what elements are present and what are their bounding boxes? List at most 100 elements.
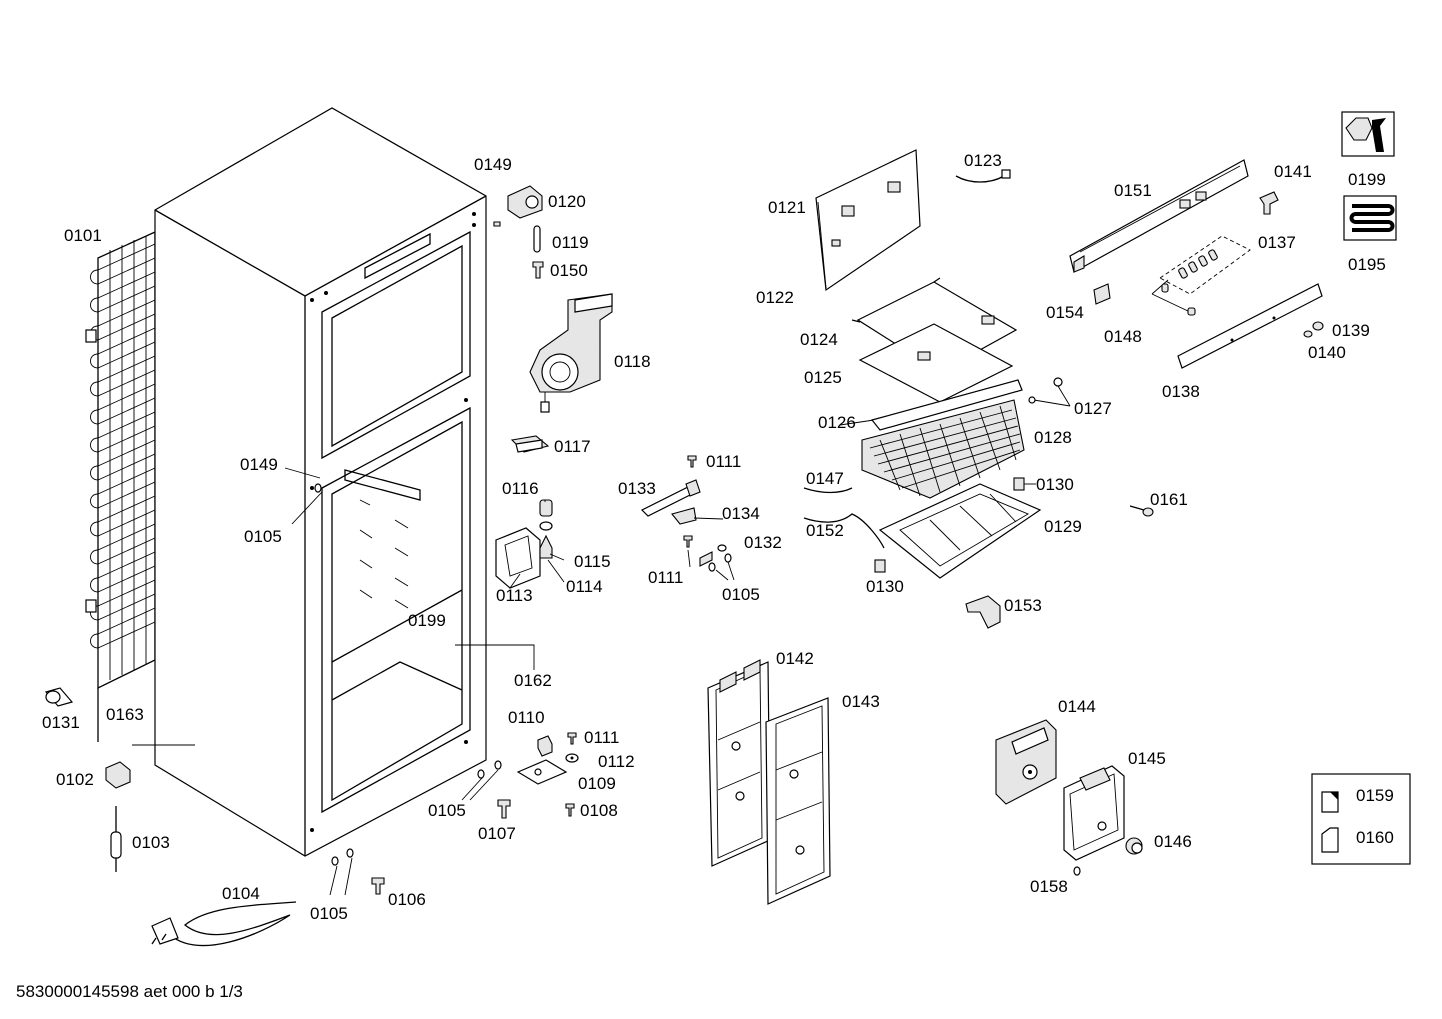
label-0106: 0106 <box>388 890 426 909</box>
duct-part <box>965 595 1001 629</box>
small-screw-127 <box>1028 377 1063 404</box>
hinge-bottom <box>516 735 579 785</box>
label-0154: 0154 <box>1046 303 1084 322</box>
label-0150: 0150 <box>550 261 588 280</box>
label-0130-b: 0130 <box>866 577 904 596</box>
label-0162: 0162 <box>514 671 552 690</box>
label-0147: 0147 <box>806 469 844 488</box>
sensor-161 <box>1129 505 1154 517</box>
label-0199-a: 0199 <box>1348 170 1386 189</box>
label-0160: 0160 <box>1356 828 1394 847</box>
label-0111-a: 0111 <box>706 452 741 471</box>
control-panel <box>1069 159 1249 273</box>
label-0104: 0104 <box>222 884 260 903</box>
display-strip <box>1177 283 1323 369</box>
label-0119: 0119 <box>552 233 589 252</box>
thermostat-sensor <box>510 435 550 453</box>
label-0138: 0138 <box>1162 382 1200 401</box>
label-0139: 0139 <box>1332 321 1370 340</box>
label-0113: 0113 <box>496 586 533 605</box>
label-0108: 0108 <box>580 801 618 820</box>
label-0133: 0133 <box>618 479 656 498</box>
evaporator-plates <box>851 277 1023 431</box>
label-0128: 0128 <box>1034 428 1072 447</box>
label-0111-b: 0111 <box>648 568 683 587</box>
label-0159: 0159 <box>1356 786 1394 805</box>
control-box-144 <box>995 719 1057 805</box>
label-0124: 0124 <box>800 330 838 349</box>
label-0140: 0140 <box>1308 343 1346 362</box>
drip-tray <box>874 477 1042 579</box>
door-panel-143 <box>765 697 831 905</box>
fan-motor <box>529 293 613 413</box>
label-0103: 0103 <box>132 833 170 852</box>
label-0123: 0123 <box>964 151 1002 170</box>
label-0152: 0152 <box>806 521 844 540</box>
label-0110: 0110 <box>508 708 545 727</box>
service-icon-box <box>1341 111 1395 157</box>
label-0132: 0132 <box>744 533 782 552</box>
cable-wire <box>955 169 1011 183</box>
legend-box-159-160 <box>1311 773 1411 865</box>
label-0122: 0122 <box>756 288 794 307</box>
label-0120: 0120 <box>548 192 586 211</box>
label-0125: 0125 <box>804 368 842 387</box>
foot-pad <box>44 687 74 707</box>
label-0114: 0114 <box>566 577 603 596</box>
part-139-140 <box>1303 321 1324 338</box>
label-0117: 0117 <box>554 437 591 456</box>
leader-lines <box>132 279 1191 896</box>
washer-set <box>314 483 1081 876</box>
document-footer: 5830000145598 aet 000 b 1/3 <box>16 982 243 1001</box>
bracket-set <box>640 479 701 525</box>
label-0109: 0109 <box>578 774 616 793</box>
evaporator-coil-icon <box>1349 204 1395 232</box>
power-cord <box>151 901 297 947</box>
label-0105-c: 0105 <box>428 801 466 820</box>
label-0163: 0163 <box>106 705 144 724</box>
knob-141 <box>1259 191 1279 215</box>
screw-set <box>371 221 727 895</box>
lamp-socket <box>539 499 553 559</box>
label-0112: 0112 <box>598 752 635 771</box>
label-0161: 0161 <box>1150 490 1188 509</box>
label-0111-c: 0111 <box>584 728 619 747</box>
label-0149-b: 0149 <box>240 455 278 474</box>
label-0149-a: 0149 <box>474 155 512 174</box>
label-0129: 0129 <box>1044 517 1082 536</box>
label-0143: 0143 <box>842 692 880 711</box>
button-set-137 <box>1159 235 1251 295</box>
label-0151: 0151 <box>1114 181 1152 200</box>
label-0102: 0102 <box>56 770 94 789</box>
label-0153: 0153 <box>1004 596 1042 615</box>
label-0121: 0121 <box>768 198 806 217</box>
wrench-nut-icon <box>1345 117 1386 152</box>
evaporator-coil <box>861 399 1025 499</box>
label-0116: 0116 <box>502 479 539 498</box>
label-0146: 0146 <box>1154 832 1192 851</box>
label-0101: 0101 <box>64 226 102 245</box>
label-0141: 0141 <box>1274 162 1312 181</box>
clip-part <box>105 761 131 789</box>
part-148 <box>1161 283 1196 316</box>
label-0199-b: 0199 <box>408 611 446 630</box>
label-0137: 0137 <box>1258 233 1296 252</box>
label-0105-a: 0105 <box>244 527 282 546</box>
hinge-top <box>507 185 543 253</box>
label-0118: 0118 <box>614 352 651 371</box>
label-0126: 0126 <box>818 413 856 432</box>
label-0105-b: 0105 <box>310 904 348 923</box>
lamp-housing <box>495 527 541 589</box>
cabinet <box>154 107 487 857</box>
label-0107: 0107 <box>478 824 516 843</box>
label-0145: 0145 <box>1128 749 1166 768</box>
label-0195: 0195 <box>1348 255 1386 274</box>
label-0142: 0142 <box>776 649 814 668</box>
label-0158: 0158 <box>1030 877 1068 896</box>
knob-146 <box>1125 837 1143 855</box>
label-0130-a: 0130 <box>1036 475 1074 494</box>
label-0115: 0115 <box>574 552 611 571</box>
door-panel-142 <box>707 659 771 867</box>
dryer-filter <box>110 806 122 872</box>
